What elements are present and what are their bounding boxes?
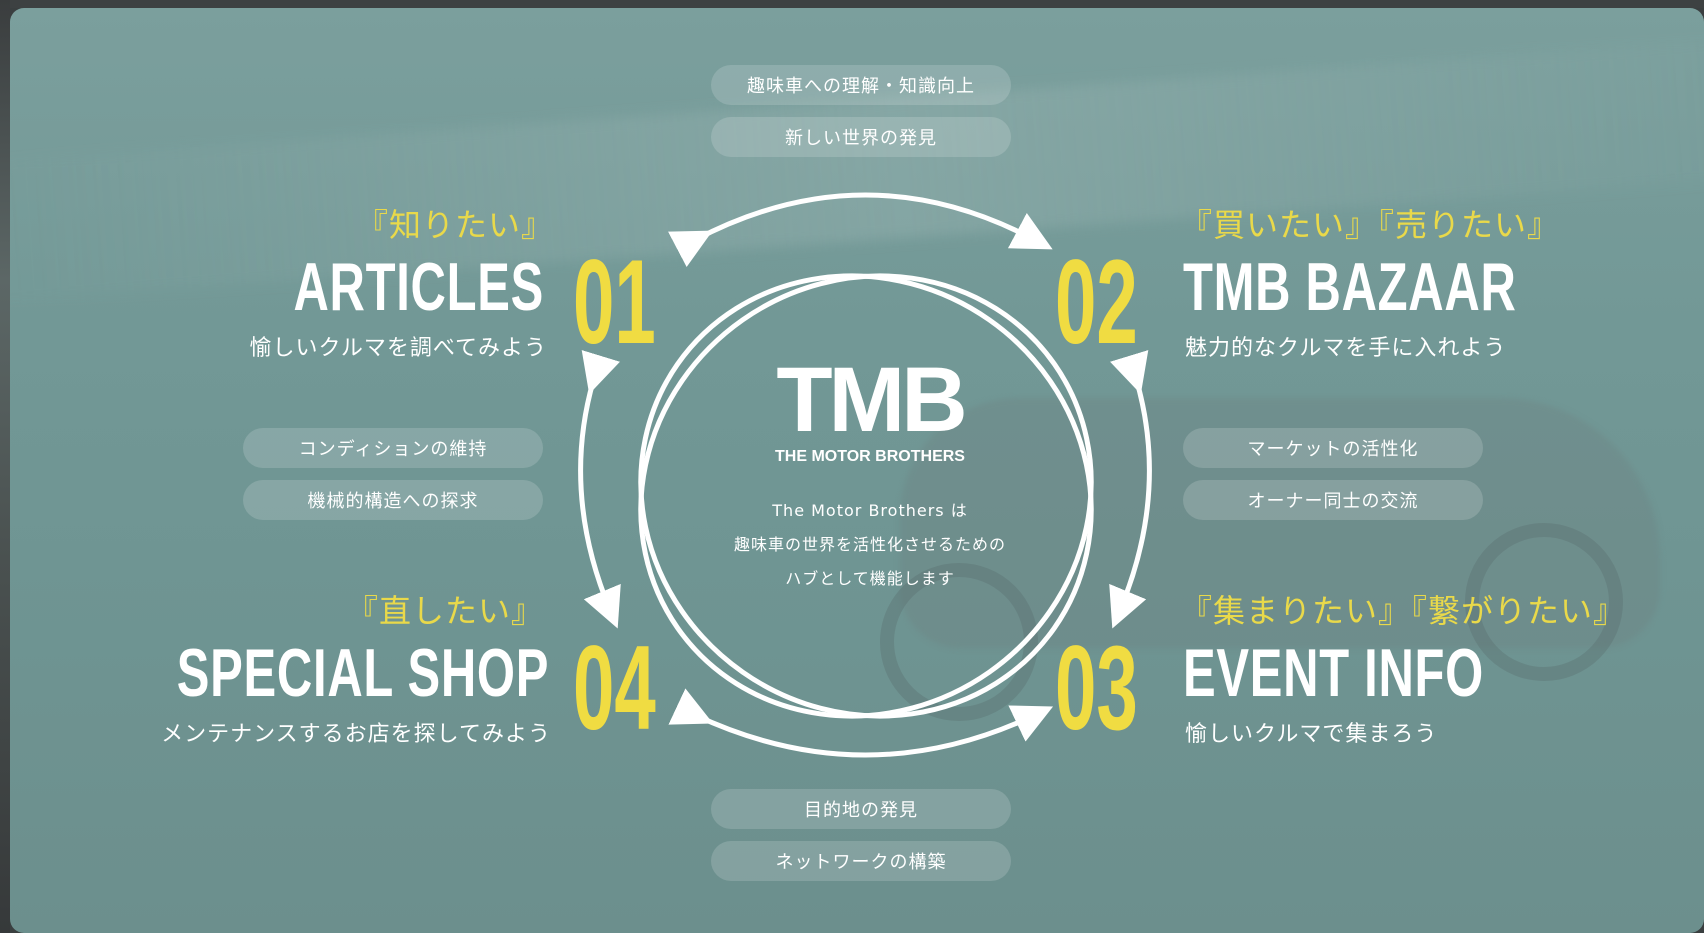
section-title[interactable]: TMB BAZAAR [1183,249,1517,325]
section-title[interactable]: ARTICLES [293,249,544,325]
benefit-pill-top-1: 趣味車への理解・知識向上 [711,65,1011,105]
section-quote: 『直したい』 [345,592,544,630]
section-title[interactable]: EVENT INFO [1183,635,1484,711]
tmb-logo-subtitle: THE MOTOR BROTHERS [775,448,965,465]
section-subtitle: 愉しいクルマで集まろう [1185,722,1438,747]
benefit-pill-left-2: 機械的構造への探求 [243,480,543,520]
arrow-top [667,192,1053,268]
section-subtitle: 愉しいクルマを調べてみよう [249,336,547,361]
section-number: 02 [1055,235,1138,369]
section-number: 03 [1055,621,1138,755]
benefit-pill-right-2: オーナー同士の交流 [1183,480,1483,520]
section-quote: 『集まりたい』『繋がりたい』 [1180,592,1627,630]
cycle-ring [638,273,1094,719]
benefit-pill-right-1: マーケットの活性化 [1183,428,1483,468]
center-line-3: ハブとして機能します [785,569,955,588]
benefit-pill-bottom-2: ネットワークの構築 [711,841,1011,881]
section-title[interactable]: SPECIAL SHOP [176,635,549,711]
section-number: 01 [573,235,656,369]
arrow-left [578,350,621,629]
section-subtitle: 魅力的なクルマを手に入れよう [1185,336,1507,361]
center-line-2: 趣味車の世界を活性化させるための [733,535,1006,554]
benefit-pill-top-2: 新しい世界の発見 [711,117,1011,157]
benefit-pill-left-1: コンディションの維持 [243,428,543,468]
section-quote: 『知りたい』 [355,206,554,244]
center-description: The Motor Brothers は 趣味車の世界を活性化させるための ハブ… [700,494,1040,596]
window-top-edge [0,0,1704,8]
arrow-bottom [668,688,1054,758]
window-left-edge [0,0,10,933]
cycle-ring [638,273,1094,719]
section-number: 04 [573,621,656,755]
section-quote: 『買いたい』『売りたい』 [1180,206,1561,244]
arrow-right [1109,350,1152,629]
benefit-pill-bottom-1: 目的地の発見 [711,789,1011,829]
hub-panel [10,8,1704,933]
tmb-logo: TMB [776,349,967,451]
section-subtitle: メンテナンスするお店を探してみよう [161,722,551,747]
center-line-1: The Motor Brothers は [772,501,968,520]
